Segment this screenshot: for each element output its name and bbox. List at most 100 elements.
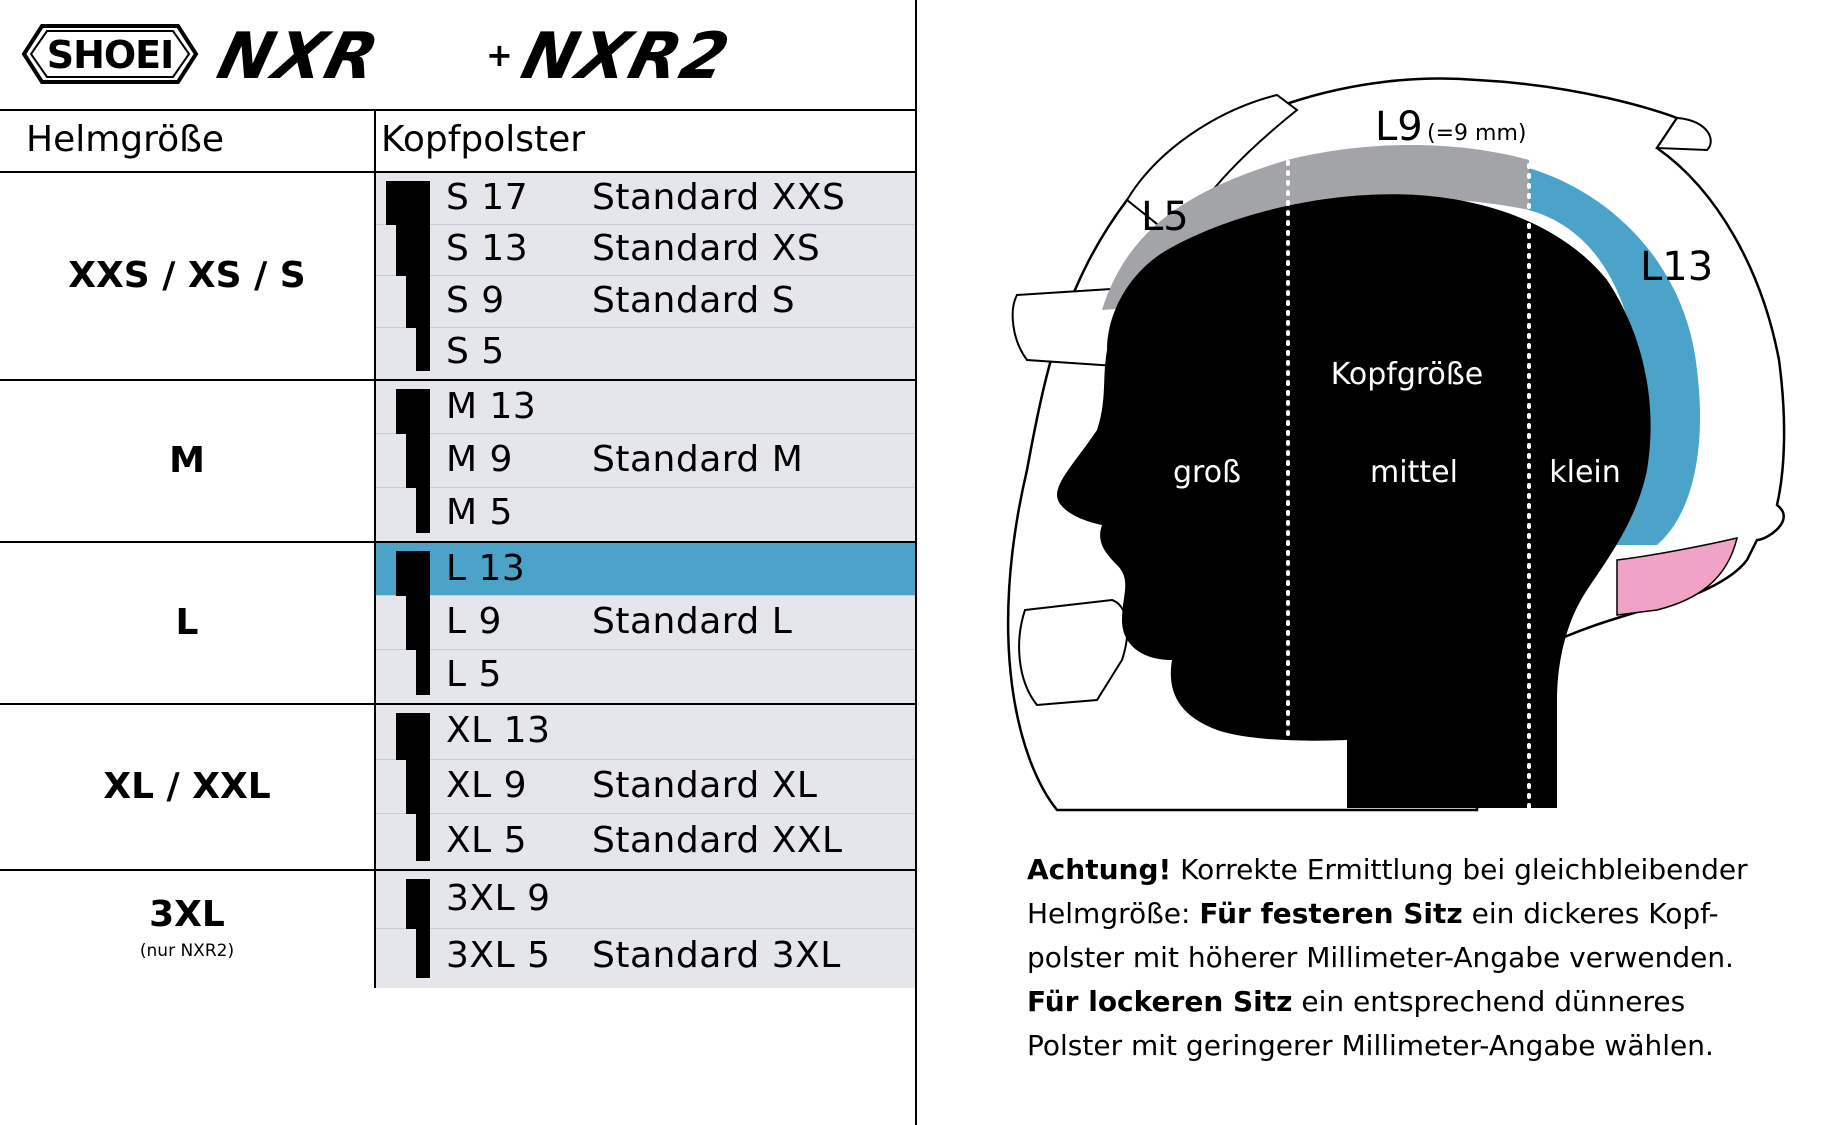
pad-thickness-bar	[396, 551, 430, 597]
pad-thickness-bar	[406, 276, 430, 328]
pad-row: L 9 Standard L	[376, 596, 915, 650]
fitting-notice: Achtung! Korrekte Ermittlung bei gleichb…	[1027, 848, 1787, 1068]
brand-model-b: NXR2	[515, 20, 738, 94]
pad-options: 3XL 9 3XL 5 Standard 3XL	[374, 871, 915, 988]
helmet-size-text: L	[175, 602, 199, 643]
pad-row: M 13	[376, 381, 915, 435]
pad-standard: Standard L	[592, 600, 793, 642]
brand-logo: SHOEI NXR + NXR2	[21, 20, 738, 94]
helmet-head-diagram: L5 L9 (=9 mm) L13 Kopfgröße groß mittel …	[1006, 77, 1786, 812]
pad-standard: Standard XXL	[592, 819, 843, 861]
pad-thickness-bar	[406, 596, 430, 650]
pad-row-selected: L 13	[376, 543, 915, 597]
column-header-row: Helmgröße Kopfpolster	[0, 111, 915, 173]
helmet-size-label: XXS / XS / S	[0, 255, 374, 296]
pad-code: 3XL 9	[446, 877, 551, 919]
brand-plus: +	[486, 36, 513, 74]
notice-b1: Achtung!	[1027, 853, 1172, 886]
pad-row: S 17 Standard XXS	[376, 173, 915, 225]
column-header-size: Helmgröße	[26, 119, 224, 160]
notice-t2: ein dickeres Kopf-polster mit höherer Mi…	[1027, 897, 1734, 974]
label-l9: L9	[1375, 104, 1423, 150]
pad-standard: Standard XS	[592, 228, 821, 270]
pad-thickness-bar	[416, 649, 430, 695]
pad-options: S 17 Standard XXS S 13 Standard XS S 9 Standa…	[374, 173, 915, 379]
size-group: XXS / XS / S S 17 Standard XXS S 13 Standard…	[0, 173, 915, 381]
pad-code: L 9	[446, 600, 502, 642]
label-l5: L5	[1141, 194, 1189, 240]
brand-model-a: NXR	[211, 20, 388, 94]
pad-code: XL 13	[446, 710, 551, 752]
helmet-size-label: L	[0, 602, 374, 643]
pad-code: S 5	[446, 331, 505, 373]
helmet-size-label: M	[0, 440, 374, 481]
pad-options: XL 13 XL 9 Standard XL XL 5 Standard XXL	[374, 705, 915, 869]
rear-pad-pink	[1616, 536, 1739, 616]
pad-code: M 5	[446, 492, 513, 534]
pad-l13-zone	[1529, 168, 1701, 545]
pad-row: S 5	[376, 327, 915, 380]
pad-code: S 17	[446, 176, 529, 218]
label-zone-large: groß	[1173, 455, 1241, 490]
pad-thickness-bar	[396, 389, 430, 435]
pad-row: XL 5 Standard XXL	[376, 814, 915, 869]
helmet-size-text: M	[169, 440, 205, 481]
pad-code: M 13	[446, 385, 537, 427]
pad-row: XL 13	[376, 705, 915, 760]
pad-thickness-bar	[406, 759, 430, 815]
pad-code: L 5	[446, 654, 502, 696]
pad-thickness-bar	[406, 879, 430, 929]
pad-thickness-bar	[416, 327, 430, 371]
label-l13: L13	[1640, 244, 1713, 290]
pad-standard: Standard S	[592, 279, 796, 321]
notice-b2: Für festeren Sitz	[1199, 897, 1463, 930]
label-zone-medium: mittel	[1370, 455, 1458, 490]
helmet-size-text: 3XL	[149, 893, 225, 935]
helmet-size-text: XXS / XS / S	[68, 255, 306, 296]
pad-thickness-bar	[416, 487, 430, 533]
pad-code: XL 5	[446, 819, 528, 861]
pad-options: L 13 L 9 Standard L L 5	[374, 543, 915, 703]
size-group: 3XL (nur NXR2) 3XL 9 3XL 5 Standard 3XL	[0, 871, 915, 988]
helmet-size-note: (nur NXR2)	[139, 940, 235, 961]
size-group: XL / XXL XL 13 XL 9 Standard XL XL 5 Standard…	[0, 705, 915, 871]
pad-thickness-bar	[416, 814, 430, 861]
pad-standard: Standard M	[592, 438, 804, 480]
size-group: L L 13 L 9 Standard L L 5	[0, 543, 915, 705]
logo-band: SHOEI NXR + NXR2	[0, 0, 915, 111]
pad-row: L 5	[376, 649, 915, 703]
pad-code: L 13	[446, 547, 526, 589]
pad-standard: Standard XL	[592, 764, 818, 806]
notice-t1: Korrekte Ermittlung bei gleichbleibender…	[1027, 853, 1748, 930]
diagram-panel: L5 L9 (=9 mm) L13 Kopfgröße groß mittel …	[917, 0, 1833, 1125]
pad-thickness-bar	[386, 181, 430, 225]
pad-row: 3XL 5 Standard 3XL	[376, 928, 915, 987]
pad-row: 3XL 9	[376, 871, 915, 929]
helmet-rear-spoiler	[1655, 116, 1712, 152]
pad-row: XL 9 Standard XL	[376, 759, 915, 815]
pad-code: 3XL 5	[446, 935, 551, 977]
pad-thickness-bar	[406, 434, 430, 488]
pad-row: S 13 Standard XS	[376, 224, 915, 276]
label-zone-small: klein	[1549, 455, 1621, 490]
pad-code: S 13	[446, 228, 529, 270]
label-head-size: Kopfgröße	[1331, 357, 1484, 392]
helmet-chin-guard	[1018, 598, 1129, 707]
pad-l9-zone	[1102, 145, 1529, 310]
pad-standard: Standard XXS	[592, 176, 846, 218]
pad-code: XL 9	[446, 764, 528, 806]
pad-standard: Standard 3XL	[592, 935, 841, 977]
pad-thickness-bar	[416, 928, 430, 978]
size-table-panel: SHOEI NXR + NXR2 Helmgröße Kopfpolster X…	[0, 0, 917, 1125]
notice-t3: ein entsprechend dünneres Polster mit ge…	[1027, 985, 1714, 1062]
column-divider	[374, 111, 376, 173]
pad-thickness-bar	[396, 713, 430, 760]
helmet-size-text: XL / XXL	[103, 766, 271, 807]
helmet-size-label: XL / XXL	[0, 766, 374, 807]
label-l9-note: (=9 mm)	[1427, 121, 1526, 146]
pad-code: S 9	[446, 279, 505, 321]
column-header-pad: Kopfpolster	[381, 119, 586, 160]
pad-thickness-bar	[396, 224, 430, 276]
